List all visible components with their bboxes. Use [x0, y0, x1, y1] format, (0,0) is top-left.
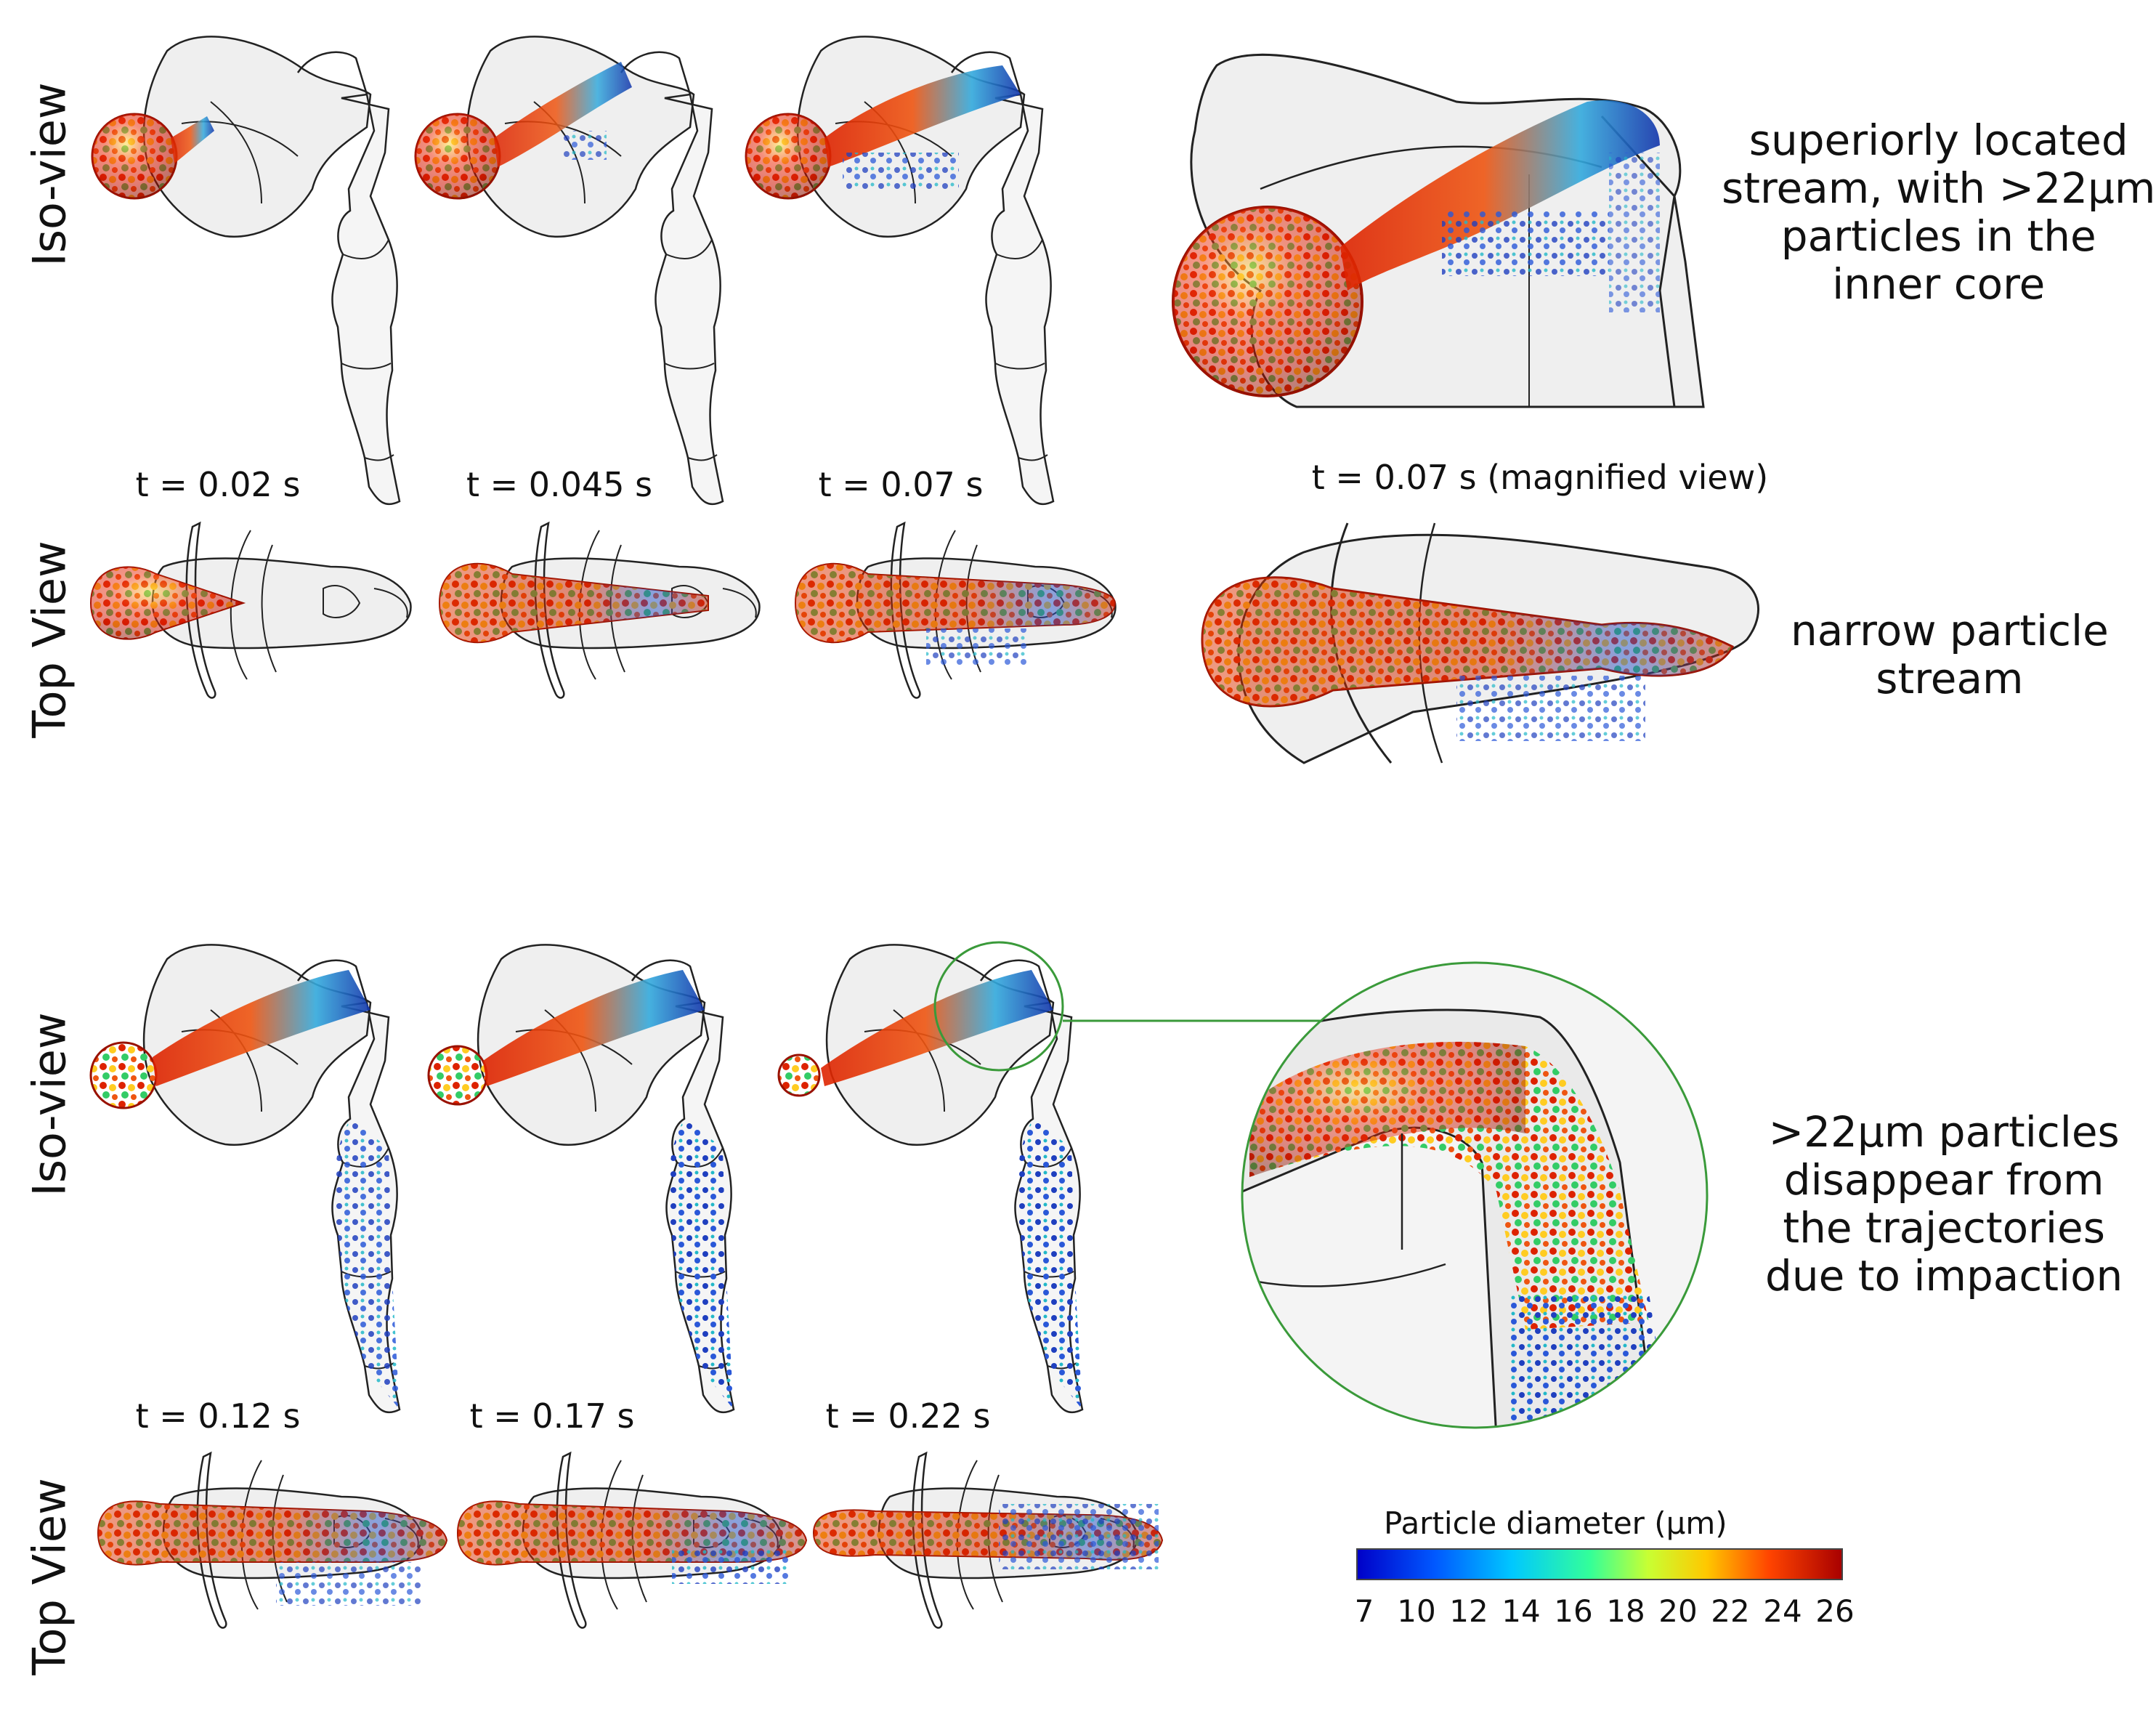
note-superior-stream-line-1: superiorly located [1748, 116, 2128, 165]
colorbar-tick-label: 20 [1658, 1593, 1697, 1629]
note-superior-stream: superiorly located stream, with >22μm pa… [1722, 116, 2155, 308]
note-superior-stream-line-2: stream, with >22μm [1722, 163, 2156, 213]
iso-panel-t017 [427, 944, 735, 1414]
note-narrow-stream-line-2: stream [1876, 654, 2024, 703]
colorbar-tick-label: 18 [1606, 1593, 1645, 1629]
time-label-t017: t = 0.17 s [469, 1396, 635, 1436]
colorbar-tick-label: 22 [1711, 1593, 1749, 1629]
iso-magnified-t007 [1172, 53, 1705, 408]
zoom-detail-circle [1241, 961, 1709, 1429]
time-label-t002: t = 0.02 s [135, 465, 301, 504]
top-magnified-t007 [1201, 522, 1759, 764]
colorbar [1356, 1548, 1843, 1580]
colorbar-tick-label: 16 [1554, 1593, 1592, 1629]
time-label-t012: t = 0.12 s [135, 1396, 301, 1436]
row-label-top-view-2: Top View [23, 1478, 76, 1675]
note-narrow-stream: narrow particle stream [1791, 607, 2109, 703]
row-label-top-view-1: Top View [23, 541, 76, 738]
time-label-t007: t = 0.07 s [818, 465, 984, 504]
iso-panel-t007 [745, 36, 1055, 506]
top-panel-t012 [97, 1452, 448, 1629]
note-impaction-line-1: >22μm particles [1768, 1107, 2120, 1157]
top-panel-t002 [89, 522, 412, 699]
colorbar-tick-label: 10 [1397, 1593, 1435, 1629]
iso-panel-t012 [89, 944, 401, 1414]
colorbar-tick-label: 7 [1355, 1593, 1374, 1629]
zoom-source-circle [933, 941, 1064, 1072]
iso-panel-t002 [91, 36, 401, 506]
iso-panel-t022 [777, 944, 1084, 1414]
colorbar-tick-label: 26 [1815, 1593, 1854, 1629]
note-impaction-line-3: the trajectories [1783, 1203, 2105, 1253]
time-label-magnified: t = 0.07 s (magnified view) [1311, 458, 1769, 497]
note-impaction: >22μm particles disappear from the traje… [1765, 1108, 2123, 1300]
iso-panel-t0045 [414, 36, 724, 506]
time-label-t022: t = 0.22 s [825, 1396, 991, 1436]
top-panel-t007 [794, 522, 1116, 699]
colorbar-tick-label: 14 [1502, 1593, 1540, 1629]
note-impaction-line-2: disappear from [1783, 1155, 2104, 1205]
note-superior-stream-line-3: particles in the [1780, 211, 2096, 261]
time-label-t0045: t = 0.045 s [466, 465, 653, 504]
top-panel-t022 [812, 1452, 1164, 1629]
colorbar-tick-label: 12 [1449, 1593, 1488, 1629]
note-impaction-line-4: due to impaction [1765, 1251, 2123, 1301]
colorbar-title: Particle diameter (μm) [1384, 1505, 1727, 1541]
row-label-iso-view-2: Iso-view [23, 1012, 76, 1197]
colorbar-tick-label: 24 [1763, 1593, 1802, 1629]
colorbar-ticks: 7 10 12 14 16 18 20 22 24 26 [1355, 1593, 1855, 1629]
note-narrow-stream-line-1: narrow particle [1791, 606, 2109, 655]
top-panel-t017 [456, 1452, 808, 1629]
note-superior-stream-line-4: inner core [1832, 259, 2046, 309]
top-panel-t0045 [438, 522, 761, 699]
row-label-iso-view-1: Iso-view [23, 82, 76, 267]
